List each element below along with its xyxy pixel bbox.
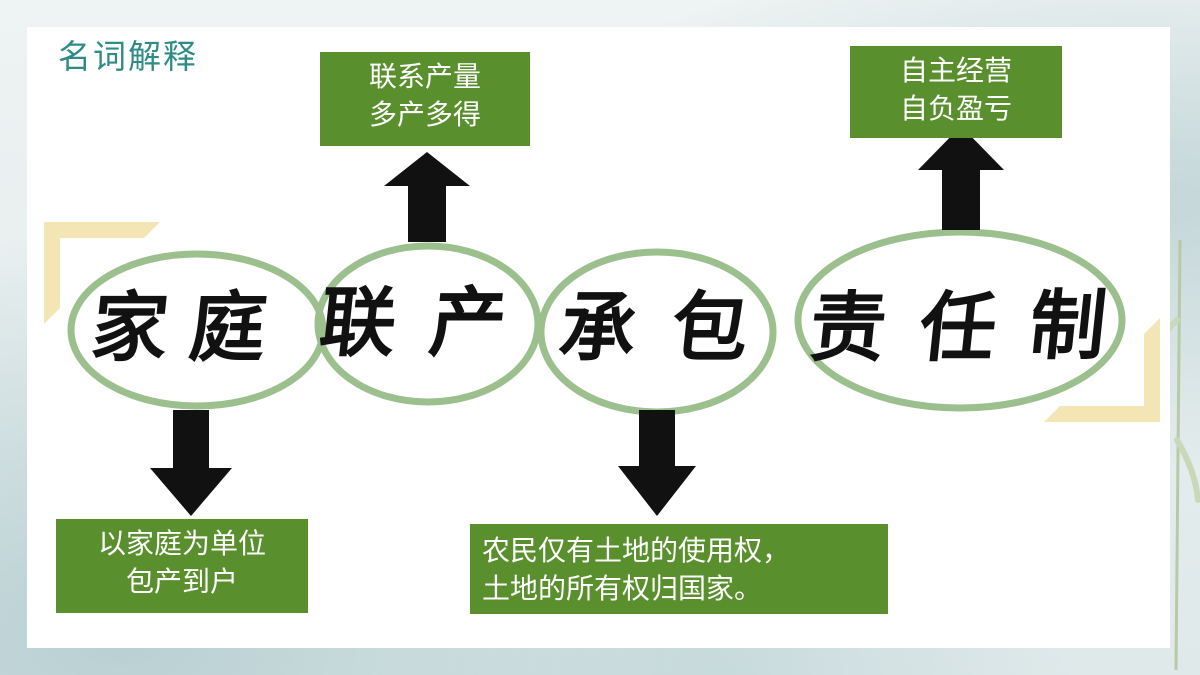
box-line: 农民仅有土地的使用权，	[482, 534, 791, 567]
term-char: 产	[425, 278, 511, 367]
box-zizhu-jingying: 自主经营 自负盈亏	[850, 46, 1062, 138]
term-char: 家	[87, 283, 173, 372]
box-tudi-quan: 农民仅有土地的使用权， 土地的所有权归国家。	[470, 524, 888, 614]
box-jiating-danwei: 以家庭为单位 包产到户	[56, 519, 308, 613]
ring-zerenzhi	[794, 228, 1126, 412]
arrow-down-icon	[150, 410, 232, 516]
box-line: 联系产量	[368, 60, 481, 93]
ring-lianchan	[314, 242, 542, 406]
term-char: 任	[915, 283, 1001, 372]
term-char: 联	[315, 278, 401, 367]
arrow-up-icon	[384, 152, 470, 242]
corner-bracket-bottom-right	[1044, 318, 1160, 422]
box-lianxi-chanliang: 联系产量 多产多得	[320, 52, 530, 146]
arrow-down-icon	[618, 410, 696, 516]
arrow-up-icon	[918, 126, 1004, 230]
box-line: 多产多得	[368, 98, 481, 131]
slide-heading: 名词解释	[58, 37, 198, 76]
term-char: 庭	[185, 283, 271, 372]
corner-bracket-top-left	[44, 222, 160, 324]
box-line: 土地的所有权归国家。	[482, 572, 763, 605]
box-line: 包产到户	[125, 565, 238, 598]
term-char: 包	[667, 283, 753, 372]
term-char: 责	[805, 283, 891, 372]
term-char: 制	[1025, 281, 1111, 370]
term-char: 承	[555, 283, 641, 372]
box-line: 以家庭为单位	[97, 527, 266, 560]
ring-jiating	[67, 250, 327, 410]
box-line: 自主经营	[899, 54, 1012, 87]
box-line: 自负盈亏	[899, 92, 1012, 125]
